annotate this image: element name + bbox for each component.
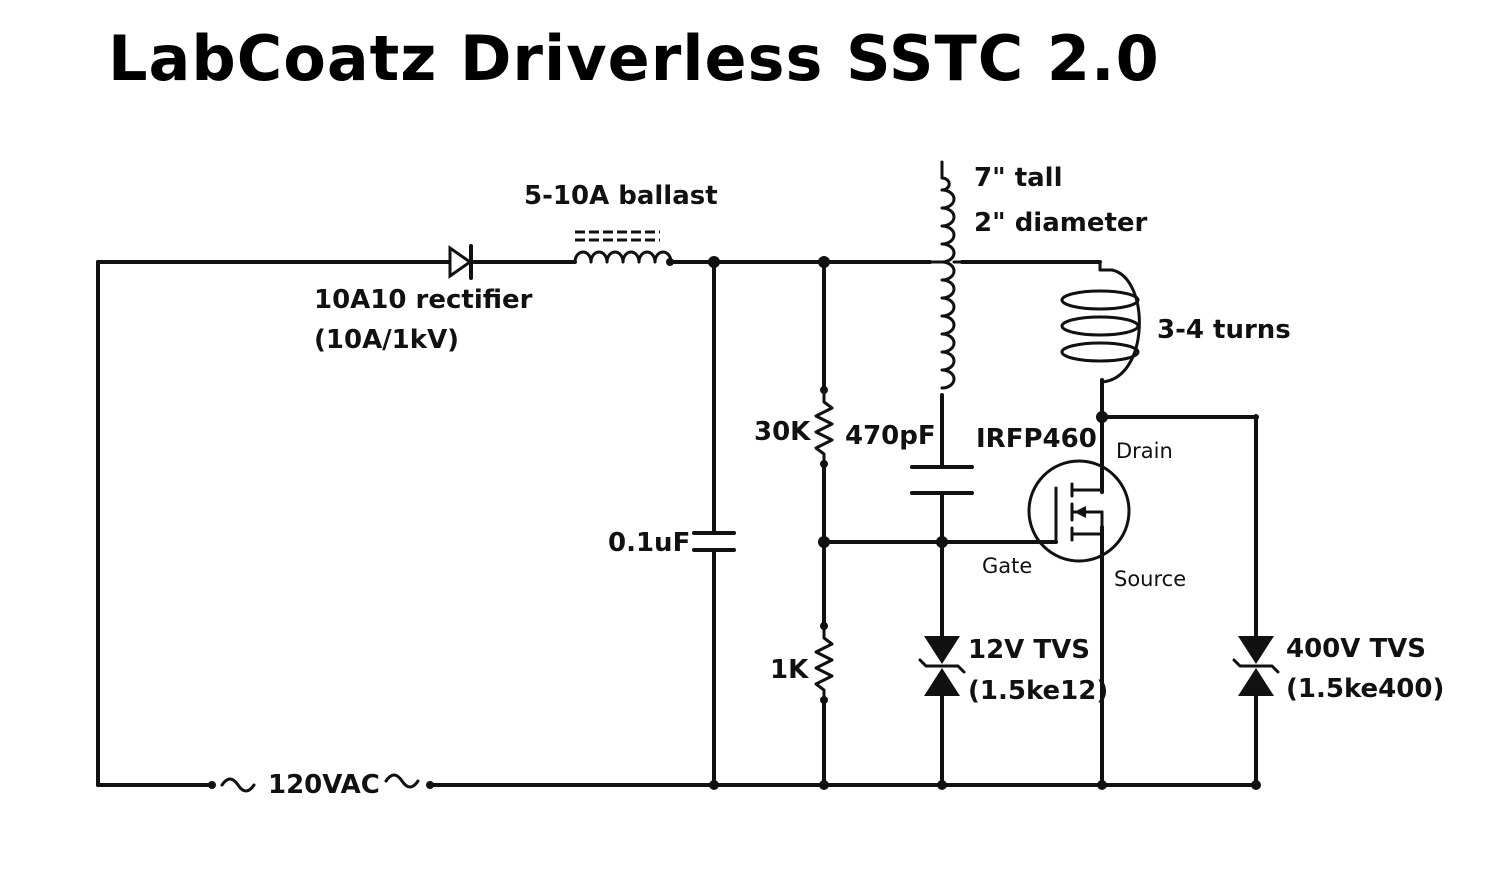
ac-source-icon bbox=[208, 773, 434, 793]
tvs-gate-label-line1: 12V TVS bbox=[968, 635, 1090, 665]
source-ac-label: 120VAC bbox=[268, 770, 380, 800]
rectifier-label-line1: 10A10 rectifier bbox=[314, 285, 533, 315]
capacitor-bus-label: 0.1uF bbox=[608, 528, 690, 558]
source-label: Source bbox=[1114, 567, 1186, 591]
mosfet-icon bbox=[1027, 459, 1131, 563]
bus-capacitor-icon bbox=[692, 531, 736, 552]
primary-label: 3-4 turns bbox=[1157, 315, 1291, 345]
capacitor-gate-label: 470pF bbox=[845, 421, 936, 451]
wires bbox=[96, 260, 1258, 787]
resistor-1k-icon bbox=[814, 624, 834, 702]
tvs-12v-icon bbox=[918, 636, 966, 696]
ballast-label: 5-10A ballast bbox=[524, 181, 718, 211]
schematic-title: LabCoatz Driverless SSTC 2.0 bbox=[108, 22, 1160, 95]
mosfet-label: IRFP460 bbox=[976, 424, 1097, 454]
tvs-drain-label-line1: 400V TVS bbox=[1286, 634, 1426, 664]
tvs-gate-label-line2: (1.5ke12) bbox=[968, 676, 1108, 706]
gate-label: Gate bbox=[982, 554, 1032, 578]
resistor-top-label: 30K bbox=[754, 417, 811, 447]
secondary-label-line2: 2" diameter bbox=[974, 208, 1148, 238]
ballast-inductor-icon bbox=[573, 230, 674, 266]
resistor-bottom-label: 1K bbox=[770, 655, 809, 685]
component-labels: 5-10A ballast 10A10 rectifier (10A/1kV) … bbox=[268, 163, 1444, 800]
gate-capacitor-icon bbox=[910, 465, 974, 495]
tvs-400v-icon bbox=[1232, 636, 1280, 696]
rectifier-diode-icon bbox=[448, 244, 473, 280]
primary-coil-icon bbox=[1060, 260, 1141, 384]
secondary-coil-icon bbox=[928, 160, 964, 390]
resistor-30k-icon bbox=[814, 388, 834, 466]
secondary-label-line1: 7" tall bbox=[974, 163, 1063, 193]
rectifier-label-line2: (10A/1kV) bbox=[314, 325, 459, 355]
drain-label: Drain bbox=[1116, 439, 1173, 463]
tvs-drain-label-line2: (1.5ke400) bbox=[1286, 674, 1444, 704]
